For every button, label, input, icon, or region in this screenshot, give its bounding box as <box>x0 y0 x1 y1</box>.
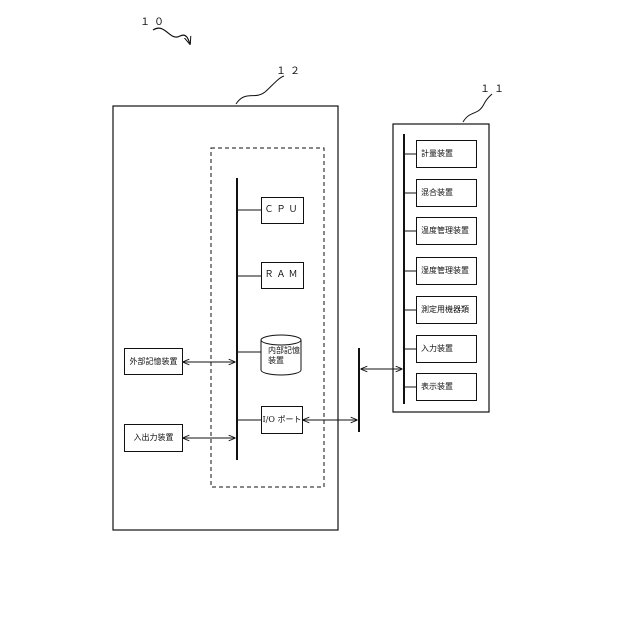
apparatus-unit-label: 温度管理装置 <box>421 226 469 235</box>
apparatus-unit-input: 入力装置 <box>416 335 477 363</box>
io-port-label: I/O ポート <box>263 415 302 424</box>
apparatus-unit-humidity: 湿度管理装置 <box>416 257 477 285</box>
ref-11-leader <box>463 94 492 122</box>
ram-label: ＲＡＭ <box>264 270 300 280</box>
apparatus-unit-label: 計量装置 <box>421 149 453 158</box>
apparatus-unit-label: 入力装置 <box>421 344 453 353</box>
cpu-box: ＣＰＵ <box>261 197 304 224</box>
ref-12: １２ <box>276 62 304 77</box>
apparatus-unit-display: 表示装置 <box>416 373 477 401</box>
external-storage-label: 外部記憶装置 <box>130 357 178 366</box>
cpu-label: ＣＰＵ <box>264 205 300 215</box>
internal-storage: 内部記憶装置 <box>261 335 303 379</box>
apparatus-unit-label: 混合装置 <box>421 188 453 197</box>
apparatus-unit-weighing: 計量装置 <box>416 140 477 168</box>
apparatus-unit-label: 表示装置 <box>421 382 453 391</box>
apparatus-unit-temperature: 温度管理装置 <box>416 217 477 245</box>
io-device-label: 入出力装置 <box>134 433 174 442</box>
apparatus-unit-mixing: 混合装置 <box>416 179 477 207</box>
ram-box: ＲＡＭ <box>261 262 304 289</box>
io-device-box: 入出力装置 <box>124 424 183 452</box>
internal-storage-label: 内部記憶装置 <box>268 346 300 367</box>
apparatus-unit-label: 測定用機器類 <box>421 305 469 314</box>
io-port-box: I/O ポート <box>261 406 303 434</box>
computer-frame <box>113 106 338 530</box>
ref-10: １０ <box>140 13 168 28</box>
ref-12-leader <box>236 76 284 104</box>
apparatus-unit-label: 湿度管理装置 <box>421 266 469 275</box>
ref-10-leader <box>153 28 190 44</box>
apparatus-unit-measuring: 測定用機器類 <box>416 296 477 324</box>
external-storage-box: 外部記憶装置 <box>124 348 183 375</box>
ref-11: １１ <box>480 80 508 95</box>
